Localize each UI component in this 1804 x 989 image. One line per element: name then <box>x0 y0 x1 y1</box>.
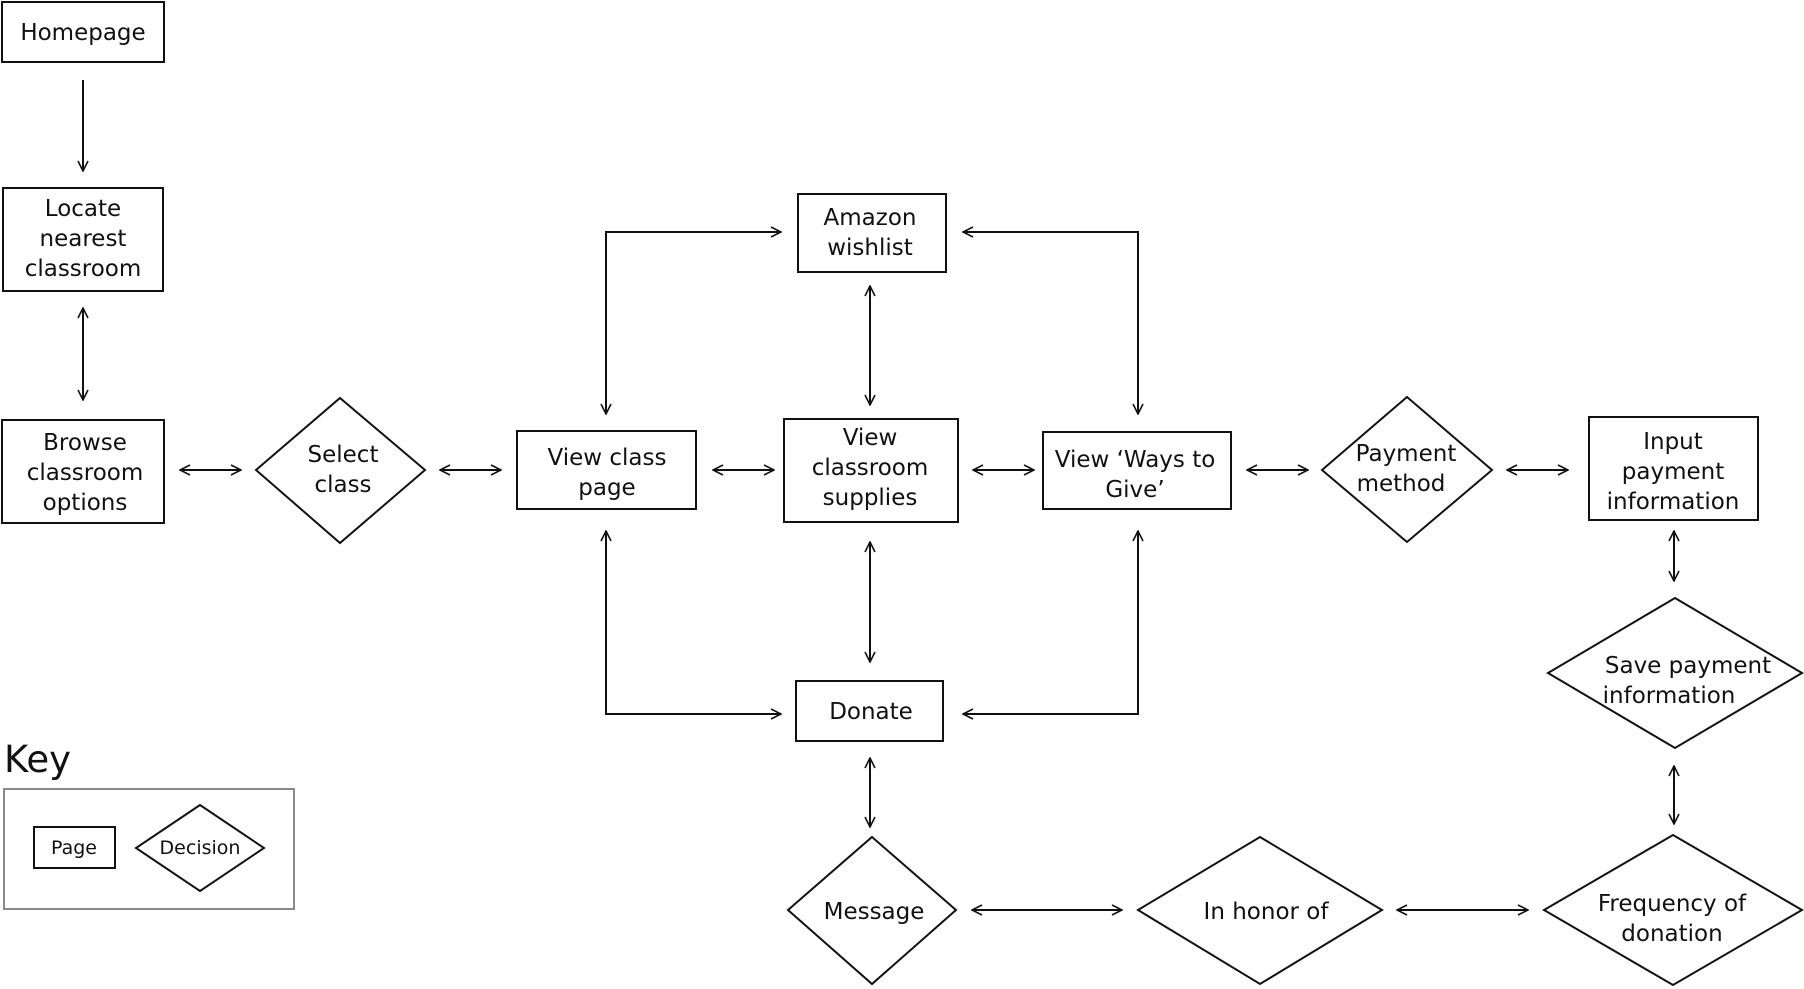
page-donate: Donate <box>795 680 944 742</box>
legend: Key Page Decision <box>3 738 295 910</box>
arrow-ways-wishlist <box>963 232 1138 414</box>
node-label-line: classroom <box>812 455 929 481</box>
page-view-class-page: View class page <box>516 430 697 510</box>
node-label-line: payment <box>1622 459 1724 485</box>
connectors <box>83 80 1674 910</box>
node-label-line: Browse <box>43 430 127 456</box>
page-input-payment-information: Input payment information <box>1588 416 1759 521</box>
node-label-line: information <box>1607 489 1740 515</box>
node-label-line: options <box>43 490 128 516</box>
node-label-line: View ‘Ways to <box>1055 447 1216 473</box>
node-label-line: Select <box>308 442 379 468</box>
legend-page-label: Page <box>51 837 97 859</box>
node-label: Message <box>824 899 925 925</box>
decision-select-class: Select class <box>254 396 427 545</box>
decision-message: Message <box>786 835 958 986</box>
node-label-line: wishlist <box>827 235 913 261</box>
page-amazon-wishlist: Amazon wishlist <box>797 193 947 273</box>
node-label-line: Give’ <box>1105 477 1164 503</box>
legend-decision-label: Decision <box>160 837 241 859</box>
node-label-line: nearest <box>40 226 127 252</box>
arrow-viewclass-wishlist <box>606 232 781 414</box>
node-label-line: Frequency of <box>1598 891 1747 917</box>
node-label-line: page <box>578 475 635 501</box>
node-label-line: Amazon <box>824 205 917 231</box>
node-label-line: classroom <box>27 460 144 486</box>
node-label-line: Locate <box>45 196 121 222</box>
page-view-classroom-supplies: View classroom supplies <box>783 418 959 523</box>
node-label: Homepage <box>20 20 145 46</box>
decision-in-honor-of: In honor of <box>1136 835 1384 986</box>
node-label-line: Payment <box>1356 441 1457 467</box>
arrow-viewclass-donate <box>606 531 781 714</box>
page-browse-classroom-options: Browse classroom options <box>1 419 165 524</box>
legend-page-sample: Page <box>33 826 116 869</box>
node-label-line: Input <box>1643 429 1703 455</box>
node-label: Donate <box>829 699 913 725</box>
node-label-line: Save payment <box>1605 653 1771 679</box>
decision-payment-method: Payment method <box>1320 395 1494 544</box>
decision-frequency-of-donation: Frequency of donation <box>1542 833 1804 987</box>
decision-save-payment-information: Save payment information <box>1546 596 1804 750</box>
page-view-ways-to-give: View ‘Ways to Give’ <box>1042 431 1232 510</box>
node-label-line: supplies <box>823 485 918 511</box>
node-label-line: donation <box>1621 921 1722 947</box>
node-label-line: classroom <box>25 256 142 282</box>
node-label-line: View class <box>548 445 667 471</box>
legend-decision-sample: Decision <box>134 803 266 893</box>
node-label-line: information <box>1603 683 1736 709</box>
legend-title: Key <box>4 738 71 781</box>
page-homepage: Homepage <box>1 1 165 63</box>
node-label-line: View <box>843 425 898 451</box>
node-label-line: method <box>1357 471 1446 497</box>
node-label-line: class <box>314 472 371 498</box>
arrow-ways-donate <box>963 531 1138 714</box>
page-locate-nearest-classroom: Locate nearest classroom <box>2 187 164 292</box>
node-label: In honor of <box>1204 899 1330 925</box>
